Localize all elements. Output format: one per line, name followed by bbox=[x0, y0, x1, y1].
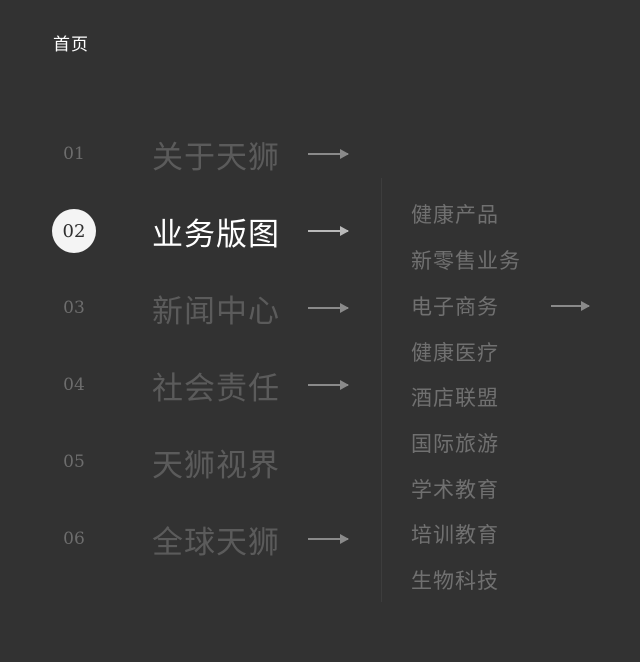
submenu-item[interactable]: 酒店联盟 bbox=[411, 377, 611, 417]
submenu-label: 健康产品 bbox=[411, 203, 499, 227]
menu-number: 02 bbox=[62, 220, 86, 242]
submenu-label: 国际旅游 bbox=[411, 432, 499, 456]
menu-item-global[interactable]: 06 全球天狮 bbox=[52, 514, 372, 564]
menu-number: 03 bbox=[63, 298, 85, 318]
submenu-label: 健康医疗 bbox=[411, 341, 499, 365]
menu-number-wrap: 05 bbox=[52, 440, 96, 484]
menu-item-social-responsibility[interactable]: 04 社会责任 bbox=[52, 360, 372, 410]
menu-number-active-circle: 02 bbox=[52, 209, 96, 253]
home-link[interactable]: 首页 bbox=[53, 35, 89, 55]
submenu-item[interactable]: 培训教育 bbox=[411, 514, 611, 554]
submenu-item[interactable]: 健康医疗 bbox=[411, 332, 611, 372]
menu-item-vision[interactable]: 05 天狮视界 bbox=[52, 437, 372, 487]
menu-number: 04 bbox=[63, 375, 85, 395]
submenu-item[interactable]: 健康产品 bbox=[411, 194, 611, 234]
submenu-label: 学术教育 bbox=[411, 478, 499, 502]
menu-item-about[interactable]: 01 关于天狮 bbox=[52, 129, 372, 179]
menu-number: 06 bbox=[63, 529, 85, 549]
submenu-item[interactable]: 新零售业务 bbox=[411, 240, 611, 280]
submenu-item[interactable]: 电子商务 bbox=[411, 286, 611, 326]
menu-label: 业务版图 bbox=[152, 216, 280, 253]
menu-label: 社会责任 bbox=[152, 370, 280, 407]
submenu-item[interactable]: 国际旅游 bbox=[411, 423, 611, 463]
submenu-label: 生物科技 bbox=[411, 569, 499, 593]
menu-number-wrap: 01 bbox=[52, 132, 96, 176]
menu-number: 01 bbox=[63, 144, 85, 164]
arrow-right-icon[interactable] bbox=[308, 303, 349, 313]
submenu-label: 培训教育 bbox=[411, 523, 499, 547]
submenu-label: 电子商务 bbox=[411, 295, 499, 319]
arrow-right-icon[interactable] bbox=[308, 380, 349, 390]
menu-number-wrap: 03 bbox=[52, 286, 96, 330]
arrow-right-icon[interactable] bbox=[308, 149, 349, 159]
menu-label: 新闻中心 bbox=[152, 293, 280, 330]
menu-item-business[interactable]: 02 业务版图 bbox=[52, 206, 372, 256]
arrow-right-icon[interactable] bbox=[551, 301, 590, 311]
menu-number: 05 bbox=[63, 452, 85, 472]
arrow-right-icon[interactable] bbox=[308, 534, 349, 544]
submenu-item[interactable]: 学术教育 bbox=[411, 469, 611, 509]
arrow-right-icon[interactable] bbox=[308, 226, 349, 236]
menu-number-wrap: 04 bbox=[52, 363, 96, 407]
menu-label: 关于天狮 bbox=[152, 139, 280, 176]
vertical-divider bbox=[381, 178, 382, 602]
menu-label: 全球天狮 bbox=[152, 524, 280, 561]
submenu-label: 酒店联盟 bbox=[411, 386, 499, 410]
menu-label: 天狮视界 bbox=[152, 447, 280, 484]
submenu-label: 新零售业务 bbox=[411, 249, 521, 273]
submenu-item[interactable]: 生物科技 bbox=[411, 560, 611, 600]
menu-item-news[interactable]: 03 新闻中心 bbox=[52, 283, 372, 333]
menu-number-wrap: 06 bbox=[52, 517, 96, 561]
